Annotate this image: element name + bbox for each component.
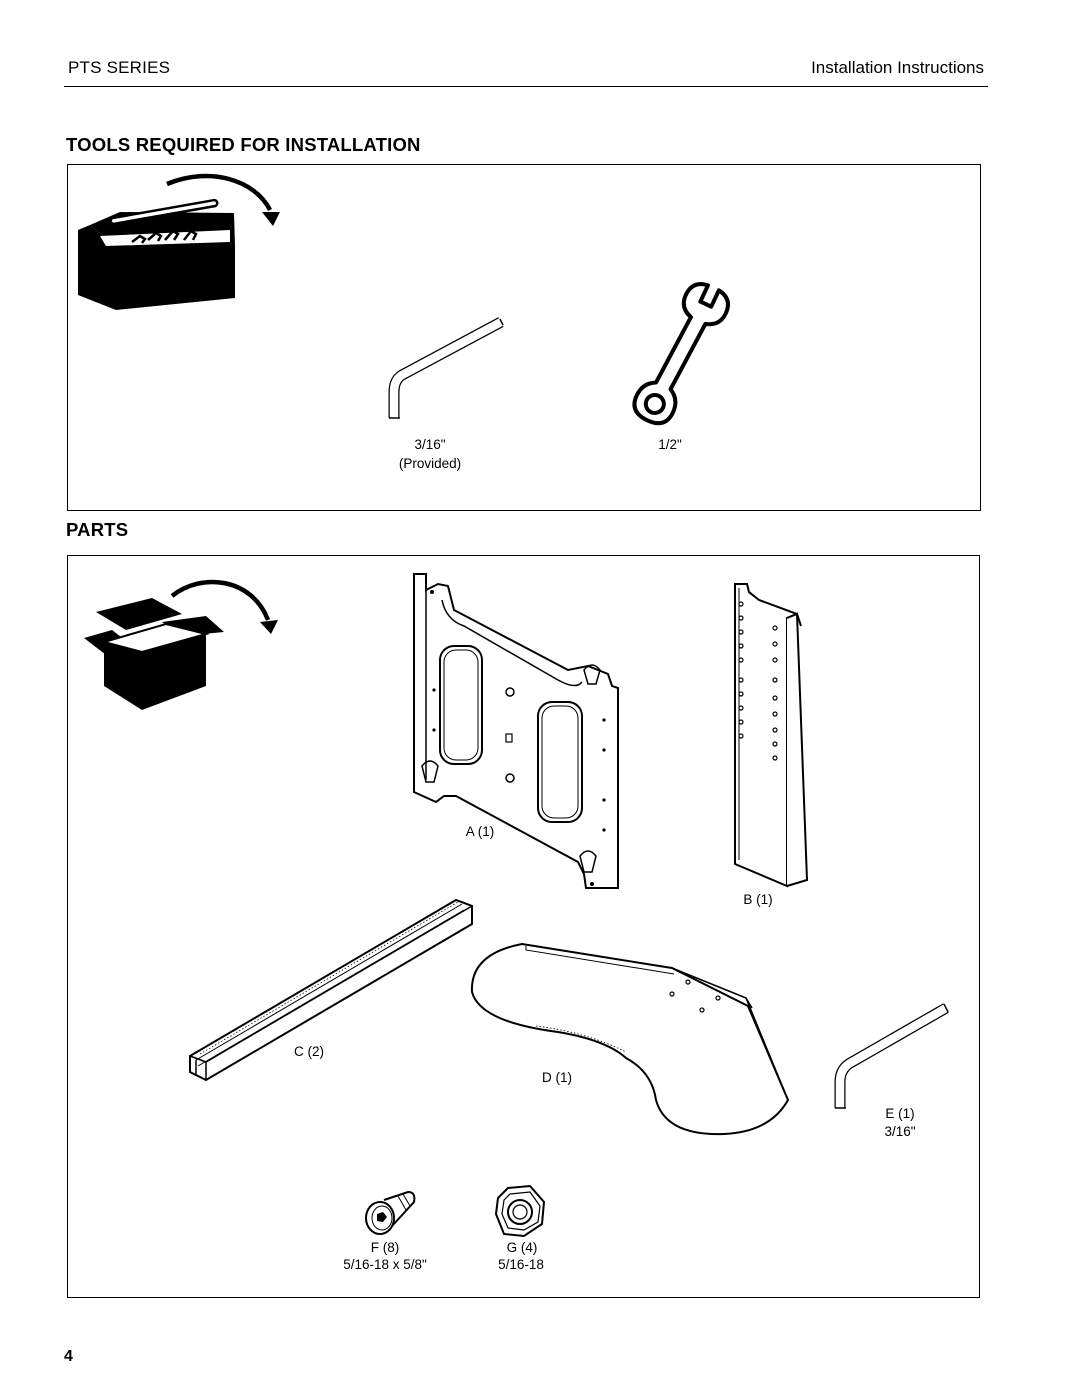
parts-section-title: PARTS: [66, 519, 129, 540]
part-e-spec: 3/16": [884, 1124, 916, 1139]
document-type: Installation Instructions: [811, 58, 984, 77]
part-c-label: C (2): [294, 1044, 324, 1059]
part-e-label: E (1): [885, 1106, 915, 1121]
header-divider: [64, 86, 988, 87]
part-f-label: F (8): [370, 1240, 400, 1255]
page-number: 4: [64, 1348, 73, 1365]
wrench-size: 1/2": [658, 437, 682, 452]
open-box-icon: [84, 579, 278, 710]
toolbox-icon: [78, 173, 280, 310]
series-name: PTS SERIES: [68, 58, 171, 77]
part-f-bolt: [365, 1190, 416, 1235]
part-c-rail: [189, 898, 473, 1082]
part-d-base: [470, 942, 790, 1136]
part-a-plate: [413, 573, 619, 889]
tools-section-title: TOOLS REQUIRED FOR INSTALLATION: [66, 134, 421, 155]
part-g-spec: 5/16-18: [498, 1257, 544, 1272]
part-g-label: G (4): [506, 1240, 538, 1255]
hex-key-note: (Provided): [398, 456, 462, 471]
hex-key-icon: [388, 317, 504, 419]
part-a-label: A (1): [465, 824, 495, 839]
hex-key-size: 3/16": [414, 437, 446, 452]
wrench-icon: [632, 282, 730, 426]
part-d-label: D (1): [542, 1070, 572, 1085]
part-b-label: B (1): [743, 892, 773, 907]
part-f-spec: 5/16-18 x 5/8": [343, 1257, 427, 1272]
part-g-nut: [494, 1184, 546, 1238]
part-b-column: [734, 583, 809, 888]
part-e-hex-key: [834, 1003, 949, 1109]
